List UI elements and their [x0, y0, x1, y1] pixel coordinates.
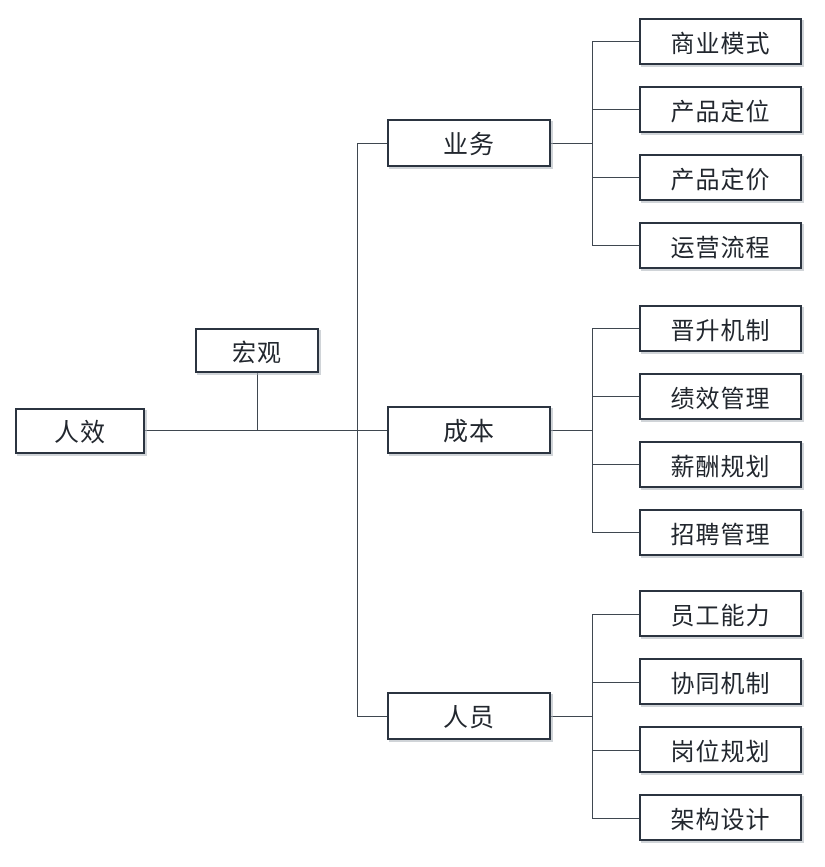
node-leaf-cost-4[interactable]: 招聘管理 — [639, 509, 802, 556]
connector-branch-2-child-3 — [592, 464, 640, 465]
node-leaf-business-2[interactable]: 产品定位 — [639, 86, 802, 133]
connector-branch-3-out — [551, 716, 593, 717]
connector-spine-to-branch-1 — [357, 143, 388, 144]
connector-branch-3-spine — [592, 614, 593, 818]
connector-spine-to-branch-3 — [357, 716, 388, 717]
connector-macro-drop — [257, 373, 258, 431]
node-leaf-cost-1[interactable]: 晋升机制 — [639, 305, 802, 352]
connector-branch-1-spine — [592, 41, 593, 246]
node-branch-cost[interactable]: 成本 — [387, 406, 551, 454]
node-leaf-personnel-1[interactable]: 员工能力 — [639, 590, 802, 637]
connector-branch-3-child-4 — [592, 818, 640, 819]
connector-branch-2-child-2 — [592, 396, 640, 397]
node-leaf-personnel-3[interactable]: 岗位规划 — [639, 726, 802, 773]
connector-branch-2-child-4 — [592, 532, 640, 533]
connector-spine-to-branch-2 — [357, 430, 388, 431]
node-leaf-cost-2[interactable]: 绩效管理 — [639, 373, 802, 420]
connector-branch-2-out — [551, 430, 593, 431]
connector-branch-1-child-2 — [592, 109, 640, 110]
node-branch-business[interactable]: 业务 — [387, 119, 551, 167]
connector-branch-2-spine — [592, 328, 593, 533]
node-leaf-personnel-4[interactable]: 架构设计 — [639, 794, 802, 841]
node-leaf-personnel-2[interactable]: 协同机制 — [639, 658, 802, 705]
connector-branch-2-child-1 — [592, 328, 640, 329]
connector-branch-3-child-2 — [592, 682, 640, 683]
connector-root-to-spine — [145, 430, 358, 431]
connector-branch-1-child-1 — [592, 41, 640, 42]
node-macro[interactable]: 宏观 — [195, 328, 319, 373]
node-leaf-business-4[interactable]: 运营流程 — [639, 222, 802, 269]
connector-branch-1-out — [551, 143, 593, 144]
node-leaf-business-3[interactable]: 产品定价 — [639, 154, 802, 201]
connector-branch-3-child-3 — [592, 750, 640, 751]
connector-branch-1-child-3 — [592, 177, 640, 178]
node-root[interactable]: 人效 — [15, 408, 145, 454]
node-leaf-cost-3[interactable]: 薪酬规划 — [639, 441, 802, 488]
connector-branch-3-child-1 — [592, 614, 640, 615]
connector-branch-1-child-4 — [592, 245, 640, 246]
node-branch-personnel[interactable]: 人员 — [387, 692, 551, 740]
connector-main-spine — [357, 143, 358, 716]
node-leaf-business-1[interactable]: 商业模式 — [639, 18, 802, 65]
